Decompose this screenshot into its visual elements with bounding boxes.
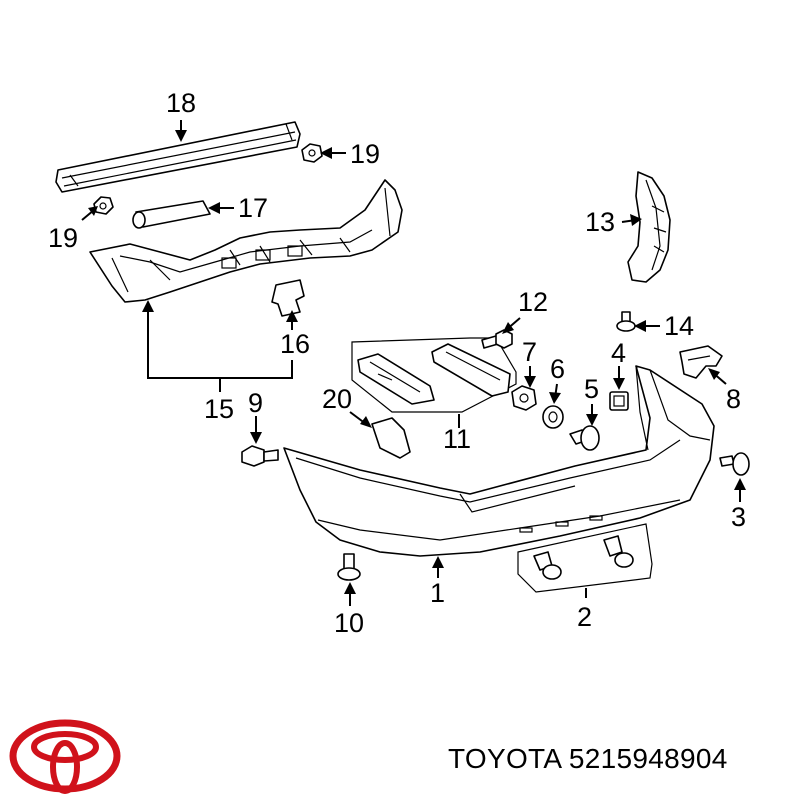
footer-caption: TOYOTA 5215948904 bbox=[448, 743, 728, 775]
part-7-nut bbox=[511, 385, 537, 411]
part-18-reinforcement-bar bbox=[55, 121, 301, 193]
part-2-clips bbox=[517, 523, 653, 593]
part-19-nut-left bbox=[93, 196, 114, 215]
part-4-retainer bbox=[609, 391, 629, 411]
callout-20: 20 bbox=[322, 384, 352, 414]
part-14-screw bbox=[616, 311, 636, 332]
callout-1: 1 bbox=[430, 578, 445, 608]
callout-14: 14 bbox=[664, 311, 694, 341]
callout-15-bracket bbox=[142, 300, 293, 392]
toyota-logo bbox=[9, 719, 121, 794]
callout-19-left: 19 bbox=[48, 223, 78, 253]
part-19-nut-right bbox=[301, 143, 323, 163]
callout-5: 5 bbox=[584, 374, 599, 404]
callout-7: 7 bbox=[522, 337, 537, 367]
callout-19-right: 19 bbox=[350, 139, 380, 169]
part-9-bolt bbox=[241, 445, 279, 467]
part-15-energy-absorber bbox=[89, 179, 403, 303]
part-6-washer bbox=[542, 405, 564, 429]
part-1-bumper-cover bbox=[283, 365, 715, 557]
callout-8: 8 bbox=[726, 384, 741, 414]
callout-9: 9 bbox=[248, 388, 263, 418]
part-10-bolt bbox=[337, 553, 361, 581]
callout-4: 4 bbox=[611, 338, 626, 368]
part-12-bolt bbox=[481, 329, 513, 349]
part-20-bracket bbox=[371, 417, 411, 459]
callout-12: 12 bbox=[518, 287, 548, 317]
callout-13: 13 bbox=[585, 207, 615, 237]
callout-10: 10 bbox=[334, 608, 364, 638]
callout-17: 17 bbox=[238, 193, 268, 223]
part-3-screw bbox=[719, 452, 750, 476]
part-number: 5215948904 bbox=[568, 743, 728, 774]
part-13-side-retainer bbox=[627, 171, 671, 283]
part-8-bracket bbox=[679, 345, 723, 379]
callout-labels: 18 19 19 17 16 15 13 12 14 7 6 4 5 8 20 … bbox=[48, 88, 746, 638]
part-11-brackets bbox=[351, 337, 517, 413]
part-5-clip bbox=[569, 425, 600, 451]
callout-16: 16 bbox=[280, 329, 310, 359]
callout-11: 11 bbox=[443, 424, 471, 454]
leader-lines bbox=[81, 120, 746, 606]
callout-6: 6 bbox=[550, 354, 565, 384]
callout-2: 2 bbox=[577, 602, 592, 632]
callout-15: 15 bbox=[204, 394, 234, 424]
part-17-cylinder bbox=[132, 200, 211, 229]
callout-18: 18 bbox=[166, 88, 196, 118]
part-16-bracket bbox=[271, 279, 305, 317]
callout-3: 3 bbox=[731, 502, 746, 532]
brand-name: TOYOTA bbox=[448, 743, 561, 774]
